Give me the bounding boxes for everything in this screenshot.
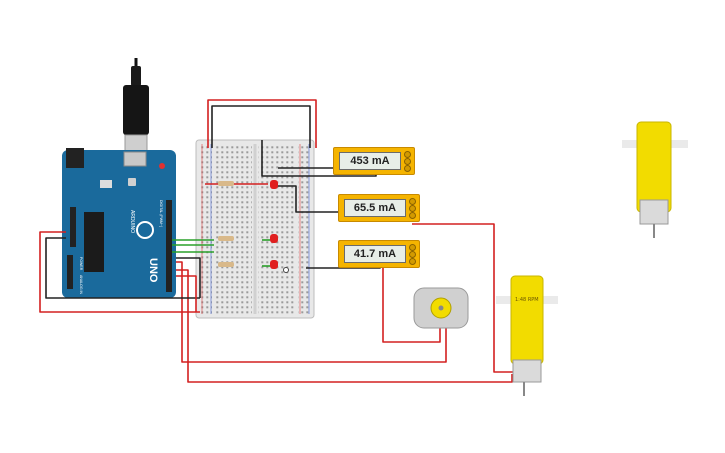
atmega-chip <box>84 212 104 272</box>
ammeter-2-terminal-b[interactable] <box>409 205 416 212</box>
crystal <box>100 180 112 188</box>
usb-plug-metal <box>124 134 148 152</box>
icsp-header <box>70 207 76 247</box>
arduino-uno-board[interactable]: UNO ARDUINO DIGITAL (PWM~) POWER ANALOG … <box>62 148 176 298</box>
ammeter-3-terminal-a[interactable] <box>409 244 416 251</box>
power-header[interactable] <box>67 255 73 289</box>
arduino-logo <box>136 221 154 239</box>
power-rail-left[interactable] <box>200 144 212 314</box>
leds[interactable] <box>270 180 289 273</box>
resistor-2[interactable] <box>218 236 234 241</box>
analog-header-label: ANALOG IN <box>79 275 83 295</box>
gear-motor-body <box>510 275 544 365</box>
digital-header[interactable] <box>166 200 172 292</box>
usb-port <box>123 151 147 167</box>
ammeter-1-terminal-c[interactable] <box>404 165 411 172</box>
ammeter-1[interactable]: 453 mA <box>333 147 415 175</box>
ammeter-2[interactable]: 65.5 mA <box>338 194 420 222</box>
gear-motor-connected[interactable] <box>496 275 558 396</box>
gear-motor-label: 1:48 RPM <box>515 297 539 303</box>
dc-motor[interactable] <box>413 287 469 329</box>
ammeter-3-display: 41.7 mA <box>344 245 406 263</box>
power-rail-right[interactable] <box>298 144 310 314</box>
ammeter-2-terminal-a[interactable] <box>409 198 416 205</box>
wire-meter2-motor-red[interactable] <box>412 223 520 373</box>
reset-button[interactable] <box>128 178 136 186</box>
led-3-terminal <box>283 267 289 273</box>
resistor-3[interactable] <box>218 262 234 267</box>
power-led <box>159 163 165 169</box>
ammeter-2-terminal-c[interactable] <box>409 212 416 219</box>
board-series-text: ARDUINO <box>129 210 135 233</box>
gear-motor-spare[interactable] <box>622 121 688 238</box>
spare-motor-body <box>636 121 672 213</box>
usb-plug-body <box>123 85 149 135</box>
wire-rail-loop-red[interactable] <box>207 99 317 148</box>
usb-cable[interactable] <box>123 58 149 152</box>
spare-motor-can <box>639 199 669 225</box>
wire-arduino-dcmotor[interactable] <box>176 261 447 363</box>
ammeter-1-display: 453 mA <box>339 152 401 170</box>
usb-plug-strain-relief <box>131 66 141 86</box>
ammeter-1-terminal-b[interactable] <box>404 158 411 165</box>
power-header-label: POWER <box>79 257 83 271</box>
digital-header-label: DIGITAL (PWM~) <box>159 200 163 227</box>
ammeter-1-terminal-a[interactable] <box>404 151 411 158</box>
led-2[interactable] <box>270 234 278 243</box>
board-brand-text: UNO <box>147 258 159 283</box>
wire-rail-loop-black[interactable] <box>211 105 311 148</box>
wire-gnd-black-2[interactable] <box>176 257 201 298</box>
terminal-strip-right[interactable] <box>258 144 296 314</box>
ammeter-3[interactable]: 41.7 mA <box>338 240 420 268</box>
wire-5v-red[interactable] <box>39 231 200 313</box>
resistors[interactable] <box>218 181 234 267</box>
wire-meter3-dcmotor-red[interactable] <box>382 268 441 343</box>
breadboard[interactable] <box>195 139 315 319</box>
wire-gnd-black[interactable] <box>45 237 200 299</box>
gear-motor-can <box>512 359 542 383</box>
power-jack <box>66 148 84 168</box>
led-1[interactable] <box>270 180 278 189</box>
ammeter-3-terminal-c[interactable] <box>409 258 416 265</box>
terminal-strip-left[interactable] <box>214 144 252 314</box>
ammeter-3-terminal-b[interactable] <box>409 251 416 258</box>
resistor-1[interactable] <box>218 181 234 186</box>
wire-5v-red-2[interactable] <box>176 275 197 312</box>
ammeter-2-display: 65.5 mA <box>344 199 406 217</box>
led-3[interactable] <box>270 260 278 269</box>
dc-motor-shaft <box>438 305 444 311</box>
wire-arduino-gearmotor[interactable] <box>176 269 513 383</box>
